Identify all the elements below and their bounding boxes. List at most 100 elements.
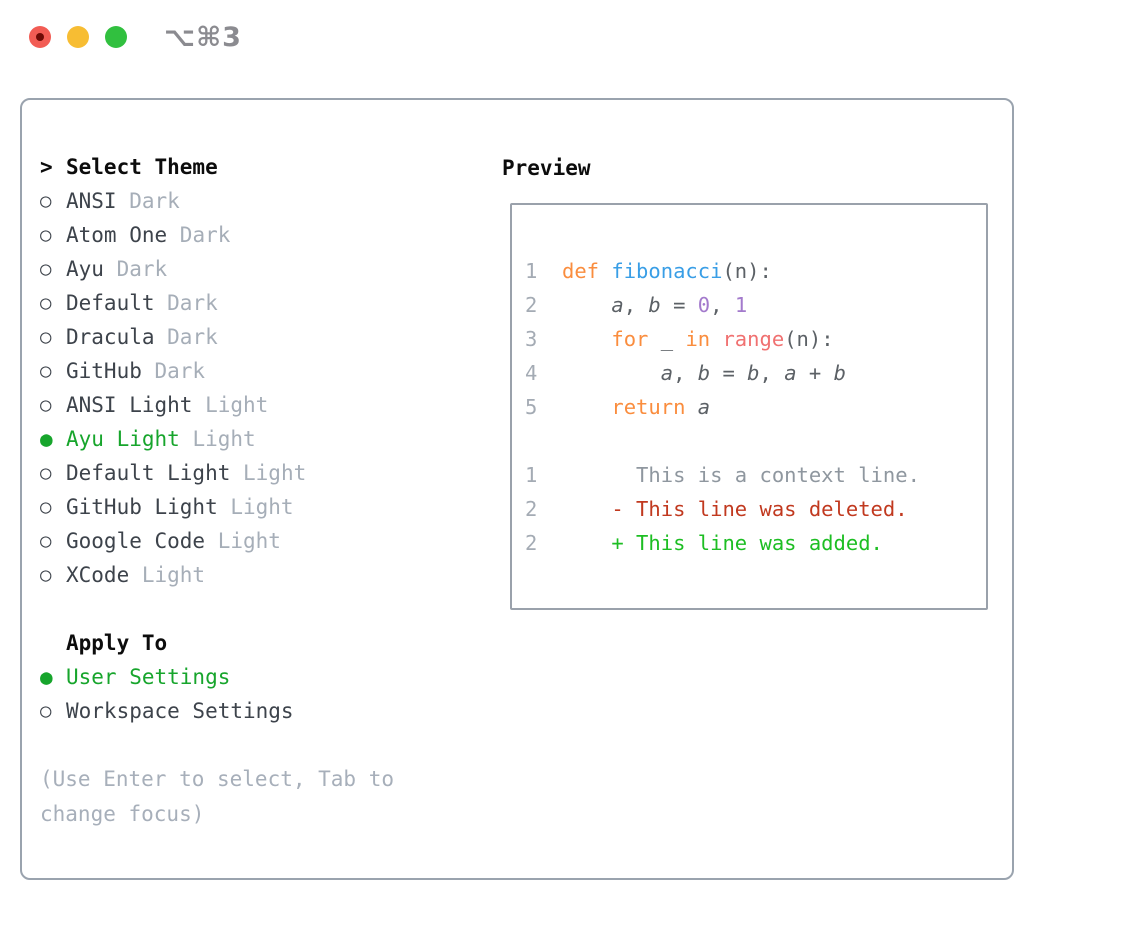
theme-option-label: GitHub Light Light <box>66 490 294 524</box>
preview-code-line: 5 return a <box>525 390 976 424</box>
apply-to-header: Apply To <box>40 626 472 660</box>
theme-variant: Light <box>230 461 307 485</box>
line-number: 3 <box>525 327 538 351</box>
theme-option-label: Default Light Light <box>66 456 306 490</box>
radio-unselected-icon: ○ <box>40 394 52 416</box>
code-token: in <box>685 327 711 351</box>
theme-name: GitHub <box>66 359 142 383</box>
radio-unselected-icon: ○ <box>40 292 52 314</box>
theme-option-label: ANSI Dark <box>66 184 180 218</box>
radio-unselected-icon: ○ <box>40 462 52 484</box>
code-token: for <box>611 327 649 351</box>
theme-option-label: Dracula Dark <box>66 320 218 354</box>
radio-unselected-icon: ○ <box>40 190 52 212</box>
line-number: 2 <box>525 531 538 555</box>
line-number: 4 <box>525 361 538 385</box>
apply-to-option[interactable]: ● User Settings <box>40 660 472 694</box>
radio-unselected-icon: ○ <box>40 700 52 722</box>
code-token: , <box>759 361 785 385</box>
theme-name: Google Code <box>66 529 206 553</box>
code-token <box>710 327 722 351</box>
radio-unselected-icon: ○ <box>40 360 52 382</box>
code-token: a <box>697 395 711 419</box>
code-text: + This line was added. <box>562 526 883 560</box>
preview-code-line <box>525 424 976 458</box>
theme-option-label: Default Dark <box>66 286 218 320</box>
code-token <box>685 395 697 419</box>
code-token <box>562 327 611 351</box>
theme-variant: Light <box>205 529 281 553</box>
apply-to-option-label: User Settings <box>66 665 231 689</box>
code-token <box>562 293 611 317</box>
theme-option[interactable]: ○Google Code Light <box>40 524 472 558</box>
theme-option[interactable]: ○Dracula Dark <box>40 320 472 354</box>
theme-name: GitHub Light <box>66 495 218 519</box>
theme-list-header: > Select Theme <box>40 150 472 184</box>
code-token: return <box>611 395 686 419</box>
theme-option[interactable]: ○Ayu Dark <box>40 252 472 286</box>
code-token: = <box>660 293 698 317</box>
code-token: b <box>747 361 760 385</box>
code-token: , <box>623 293 649 317</box>
preview-code-line: 4 a, b = b, a + b <box>525 356 976 390</box>
theme-option[interactable]: ○ ANSI Light Light <box>40 388 472 422</box>
line-number: 2 <box>525 293 538 317</box>
theme-option[interactable]: ○Atom One Dark <box>40 218 472 252</box>
theme-options-list: ○ANSI Dark○Atom One Dark○Ayu Dark○Defaul… <box>40 184 472 592</box>
theme-option[interactable]: ○GitHub Light Light <box>40 490 472 524</box>
theme-name: Ayu Light <box>66 427 180 451</box>
code-text: return a <box>562 390 710 424</box>
close-button-icon[interactable] <box>29 26 51 48</box>
theme-option[interactable]: ● Ayu Light Light <box>40 422 472 456</box>
code-token: , <box>673 361 698 385</box>
preview-code-line: 2 + This line was added. <box>525 526 976 560</box>
radio-unselected-icon: ○ <box>40 564 52 586</box>
apply-to-option[interactable]: ○Workspace Settings <box>40 694 472 728</box>
theme-list-column: > Select Theme ○ANSI Dark○Atom One Dark○… <box>40 150 472 831</box>
spacer <box>40 592 472 626</box>
code-token: b <box>697 361 711 385</box>
theme-variant: Light <box>192 393 269 417</box>
theme-option-label: Atom One Dark <box>66 218 230 252</box>
code-token: b <box>833 361 846 385</box>
line-number: 1 <box>525 259 538 283</box>
theme-option[interactable]: ○ ANSI Dark <box>40 184 472 218</box>
theme-option-label: Ayu Light Light <box>66 422 256 456</box>
theme-option[interactable]: ○ Default Dark <box>40 286 472 320</box>
keyboard-hint: (Use Enter to select, Tab to change focu… <box>40 767 395 826</box>
code-token: range <box>722 327 785 351</box>
theme-variant: Dark <box>154 325 218 349</box>
theme-variant: Dark <box>103 257 168 281</box>
line-number: 1 <box>525 463 538 487</box>
code-token: 0 <box>697 293 711 317</box>
theme-variant: Dark <box>167 223 231 247</box>
zoom-button-icon[interactable] <box>105 26 127 48</box>
code-token: + This line was added. <box>562 531 883 555</box>
theme-name: Dracula <box>66 325 155 349</box>
radio-unselected-icon: ○ <box>40 258 52 280</box>
theme-option-label: ANSI Light Light <box>66 388 268 422</box>
theme-option[interactable]: ○ XCode Light <box>40 558 472 592</box>
code-token: a <box>660 361 674 385</box>
minimize-button-icon[interactable] <box>67 26 89 48</box>
theme-option[interactable]: ○GitHub Dark <box>40 354 472 388</box>
theme-option-label: XCode Light <box>66 558 205 592</box>
code-token: fibonacci <box>611 259 723 283</box>
apply-to-title: Apply To <box>66 631 168 655</box>
code-token: - This line was deleted. <box>562 497 908 521</box>
code-token: 1 <box>734 293 748 317</box>
code-text: def fibonacci(n): <box>562 254 772 288</box>
code-token: a <box>611 293 624 317</box>
apply-to-options-list: ● User Settings ○Workspace Settings <box>40 660 472 728</box>
window-shortcut-label: ⌥⌘3 <box>164 22 242 53</box>
radio-selected-icon: ● <box>40 665 53 689</box>
radio-selected-icon: ● <box>40 427 53 451</box>
theme-name: ANSI Light <box>66 393 193 417</box>
theme-name: ANSI <box>66 189 117 213</box>
theme-option[interactable]: ○ Default Light Light <box>40 456 472 490</box>
code-text: This is a context line. <box>562 458 920 492</box>
code-text: - This line was deleted. <box>562 492 908 526</box>
theme-variant: Dark <box>154 291 218 315</box>
code-text: for _ in range(n): <box>562 322 833 356</box>
